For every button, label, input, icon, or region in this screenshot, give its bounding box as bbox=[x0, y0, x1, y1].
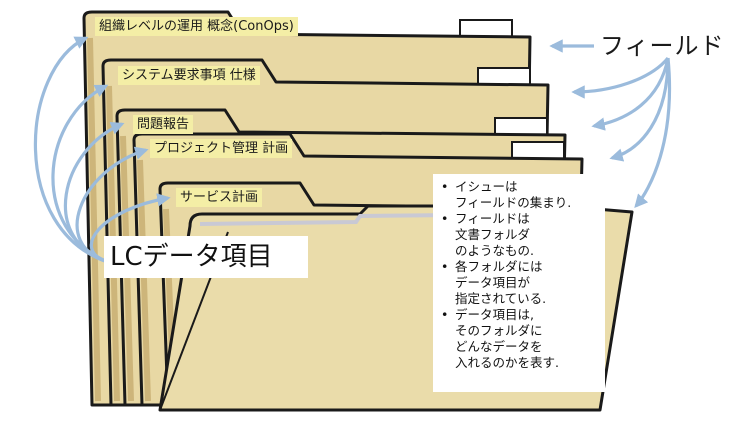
lc-data-item-label: LCデータ項目 bbox=[104, 236, 308, 278]
note-data-item: データ項目は, そのフォルダに どんなデータを 入れるのかを表す. bbox=[441, 307, 605, 371]
folder-label-conops: 組織レベルの運用 概念(ConOps) bbox=[95, 17, 298, 36]
folder-label-project-management-plan: プロジェクト管理 計画 bbox=[150, 139, 293, 158]
notes-box: イシューは フィールドの集まり. フィールドは 文書フォルダ のようなもの. 各… bbox=[433, 174, 605, 392]
field-arrow-4 bbox=[609, 57, 670, 162]
field-arrow-5 bbox=[634, 57, 672, 209]
field-label: フィールド bbox=[600, 32, 725, 60]
folder-label-service-plan: サービス計画 bbox=[176, 188, 263, 207]
field-arrow-2 bbox=[571, 56, 670, 99]
folder-conops-shade bbox=[87, 37, 101, 402]
field-arrow-3 bbox=[591, 57, 670, 131]
note-folder: 各フォルダには データ項目が 指定されている. bbox=[441, 259, 605, 307]
folder-label-problem-report: 問題報告 bbox=[133, 115, 194, 134]
note-field: フィールドは 文書フォルダ のようなもの. bbox=[441, 211, 605, 259]
lc-arrow-4 bbox=[75, 146, 149, 264]
folder-label-system-requirements: システム要求事項 仕様 bbox=[118, 66, 260, 85]
folder-project-management-plan-shade bbox=[137, 159, 151, 402]
lc-arrow-5 bbox=[89, 193, 171, 264]
lc-arrow-1 bbox=[33, 36, 109, 264]
note-issue: イシューは フィールドの集まり. bbox=[441, 179, 605, 211]
